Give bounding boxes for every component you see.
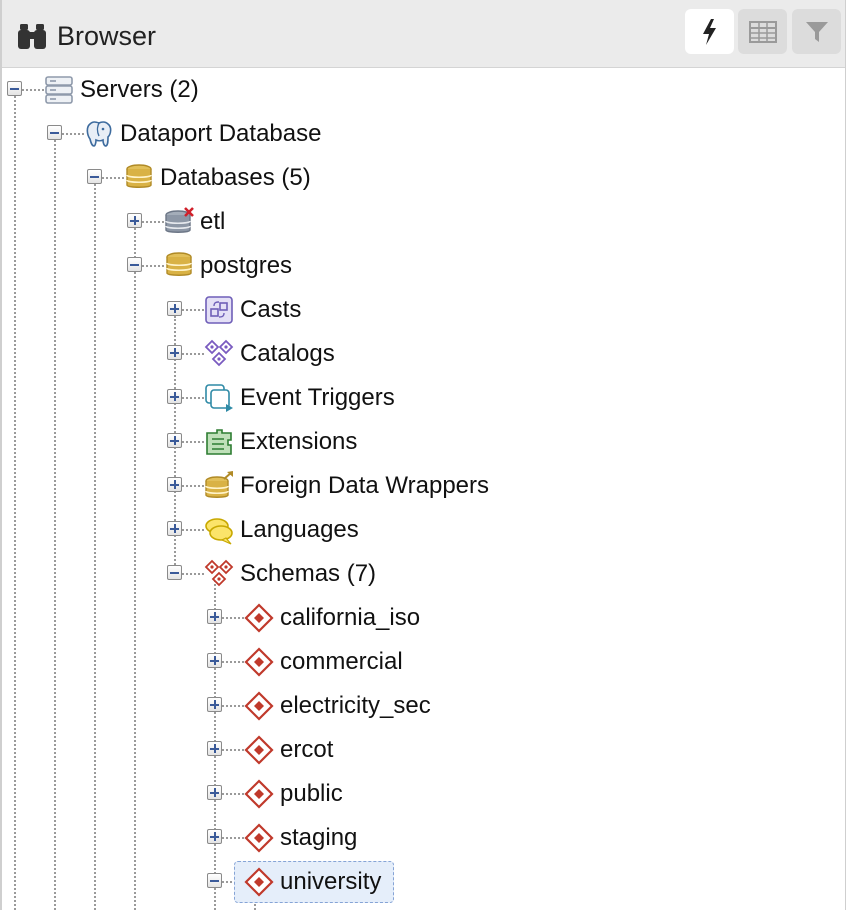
tree-node-schema-university[interactable]: university — [2, 860, 402, 904]
tree-node-databases[interactable]: Databases (5) — [2, 156, 342, 200]
collapse-toggle[interactable] — [207, 873, 222, 888]
collapse-toggle[interactable] — [87, 169, 102, 184]
database-icon — [166, 252, 192, 276]
tree-node-schemas[interactable]: Schemas (7) — [2, 552, 382, 596]
expand-toggle[interactable] — [207, 697, 222, 712]
schemas-icon — [204, 559, 234, 587]
collapse-toggle[interactable] — [127, 257, 142, 272]
tree-label: Languages — [240, 516, 359, 543]
expand-toggle[interactable] — [167, 477, 182, 492]
binoculars-icon — [18, 24, 46, 49]
tree-node-db-etl[interactable]: etl — [2, 200, 262, 244]
tree-node-languages[interactable]: Languages — [2, 508, 382, 552]
schema-icon — [244, 823, 274, 853]
tree-label: Extensions — [240, 428, 358, 455]
tree-label: Foreign Data Wrappers — [240, 472, 489, 499]
languages-icon — [205, 518, 233, 545]
tree-label: california_iso — [280, 604, 421, 631]
view-data-button[interactable] — [738, 9, 787, 54]
object-tree: Servers (2) Dataport Database Databases … — [2, 68, 845, 910]
tree-label: Servers (2) — [80, 76, 199, 103]
tree-node-schema-commercial[interactable]: commercial — [2, 640, 442, 684]
tree-label: Event Triggers — [240, 384, 395, 411]
casts-icon — [205, 296, 233, 324]
tree-label: staging — [280, 824, 358, 851]
expand-toggle[interactable] — [167, 345, 182, 360]
database-stack-icon — [126, 164, 152, 188]
tree-label: etl — [200, 208, 226, 235]
collapse-toggle[interactable] — [47, 125, 62, 140]
query-tool-button[interactable] — [685, 9, 734, 54]
expand-toggle[interactable] — [207, 741, 222, 756]
tree-label: Dataport Database — [120, 120, 322, 147]
tree-node-event-triggers[interactable]: Event Triggers — [2, 376, 422, 420]
tree-node-schema-california-iso[interactable]: california_iso — [2, 596, 442, 640]
tree-label: public — [280, 780, 343, 807]
catalogs-icon — [204, 339, 234, 367]
tree-node-schema-public[interactable]: public — [2, 772, 402, 816]
expand-toggle[interactable] — [167, 521, 182, 536]
tree-node-foreign-data-wrappers[interactable]: Foreign Data Wrappers — [2, 464, 522, 508]
expand-toggle[interactable] — [167, 301, 182, 316]
tree-label: electricity_sec — [280, 692, 431, 719]
expand-toggle[interactable] — [207, 785, 222, 800]
tree-label: Casts — [240, 296, 302, 323]
collapse-toggle[interactable] — [167, 565, 182, 580]
tree-label: Schemas (7) — [240, 560, 377, 587]
postgres-elephant-icon — [86, 121, 112, 147]
filter-icon — [805, 21, 828, 42]
tree-label: commercial — [280, 648, 403, 675]
schema-icon — [244, 867, 274, 897]
tree-label: Catalogs — [240, 340, 335, 367]
schema-icon — [244, 647, 274, 677]
panel-title: Browser — [57, 21, 157, 51]
tree-node-servers[interactable]: Servers (2) — [2, 68, 262, 112]
extensions-icon — [206, 429, 232, 455]
tree-node-schema-ercot[interactable]: ercot — [2, 728, 402, 772]
tree-node-schema-electricity-sec[interactable]: electricity_sec — [2, 684, 462, 728]
expand-toggle[interactable] — [207, 609, 222, 624]
schema-icon — [244, 779, 274, 809]
tree-node-server-dataport[interactable]: Dataport Database — [2, 112, 342, 156]
table-icon — [748, 20, 777, 43]
database-disconnected-icon — [165, 207, 194, 233]
tree-label: Databases (5) — [160, 164, 311, 191]
tree-node-casts[interactable]: Casts — [2, 288, 322, 332]
lightning-icon — [702, 18, 716, 45]
servers-icon — [45, 76, 73, 104]
schema-icon — [244, 603, 274, 633]
tree-label: ercot — [280, 736, 334, 763]
tree-node-catalogs[interactable]: Catalogs — [2, 332, 342, 376]
browser-header: Browser — [2, 0, 845, 68]
expand-toggle[interactable] — [167, 433, 182, 448]
foreign-data-wrappers-icon — [205, 471, 233, 498]
tree-node-extensions[interactable]: Extensions — [2, 420, 382, 464]
expand-toggle[interactable] — [207, 653, 222, 668]
collapse-toggle[interactable] — [7, 81, 22, 96]
schema-icon — [244, 691, 274, 721]
tree-label: postgres — [200, 252, 293, 279]
tree-node-schema-staging[interactable]: staging — [2, 816, 402, 860]
tree-node-db-postgres[interactable]: postgres — [2, 244, 322, 288]
event-triggers-icon — [205, 384, 233, 412]
schema-icon — [244, 735, 274, 765]
filtered-rows-button[interactable] — [792, 9, 841, 54]
expand-toggle[interactable] — [207, 829, 222, 844]
expand-toggle[interactable] — [127, 213, 142, 228]
expand-toggle[interactable] — [167, 389, 182, 404]
tree-label: university — [280, 868, 382, 895]
